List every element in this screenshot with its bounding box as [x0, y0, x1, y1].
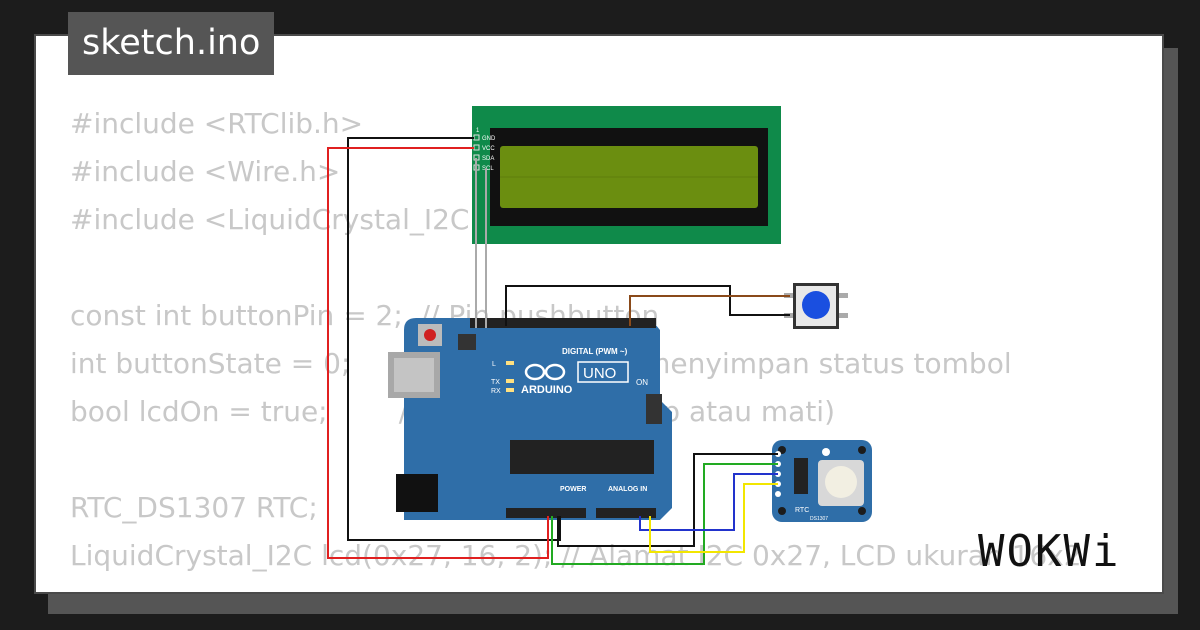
arduino-uno-board[interactable]: DIGITAL (PWM ~) ARDUINO UNO ON L TX RX P… — [388, 318, 672, 520]
code-line: #include <Wire.h> — [70, 155, 341, 188]
code-editor[interactable]: #include <RTClib.h> #include <Wire.h> #inc… — [70, 100, 1082, 580]
wire-vcc-lcd — [327, 147, 549, 559]
icsp-header — [458, 334, 476, 350]
rtc-module[interactable]: RTC DS1307 — [772, 440, 872, 522]
wire-rtc-gnd — [557, 453, 778, 547]
wire-button-signal — [629, 295, 790, 326]
digital-label: DIGITAL (PWM ~) — [562, 347, 628, 356]
sketch-tab[interactable]: sketch.ino — [68, 12, 275, 75]
wire-rtc-5v — [551, 463, 778, 565]
wire-rtc-sda — [639, 473, 778, 531]
lcd-pin-gnd: GND — [482, 136, 496, 142]
lcd-module[interactable]: 1 GND VCC SDA SCL — [472, 106, 781, 244]
analog-label: ANALOG IN — [608, 486, 647, 493]
code-line: RTC_DS1307 RTC; — [70, 491, 318, 524]
rtc-chip-label: DS1307 — [810, 516, 828, 522]
arduino-logo — [524, 363, 566, 381]
adafruit-star-icon — [822, 448, 830, 456]
led-tx-label: TX — [491, 379, 500, 386]
atmega-chip — [510, 440, 654, 474]
led-l — [506, 361, 514, 365]
analog-header — [596, 508, 656, 518]
ds1307-chip — [794, 458, 808, 494]
code-line: LiquidCrystal_I2C lcd(0x27, 16, 2); // A… — [70, 539, 1082, 572]
lcd-pin-sda: SDA — [482, 156, 494, 162]
lcd-pin-scl: SCL — [482, 166, 494, 172]
power-header — [506, 508, 586, 518]
led-rx-label: RX — [491, 388, 501, 395]
wire-rtc-scl — [649, 483, 778, 553]
arduino-brand: ARDUINO — [521, 384, 573, 396]
rtc-label: RTC — [795, 507, 809, 514]
power-label: POWER — [560, 486, 586, 493]
wokwi-logo: WOKWi — [978, 526, 1121, 577]
digital-header — [470, 318, 656, 328]
arduino-model: UNO — [583, 365, 616, 382]
icsp2-header — [646, 394, 662, 424]
on-led-label: ON — [636, 378, 648, 387]
code-line: const int buttonPin = 2; // Pin pushbutt… — [70, 299, 660, 332]
lcd-pin-vcc: VCC — [482, 146, 495, 152]
led-l-label: L — [492, 361, 496, 368]
pushbutton[interactable] — [784, 283, 848, 329]
code-line: #include <LiquidCrystal_I2C.h> — [70, 203, 520, 236]
wire-gnd-lcd — [347, 137, 561, 541]
code-line: #include <RTClib.h> — [70, 107, 364, 140]
wire-button-gnd — [505, 285, 790, 326]
lcd-pin1-label: 1 — [476, 128, 480, 134]
wires — [327, 137, 790, 565]
power-jack — [396, 474, 438, 512]
